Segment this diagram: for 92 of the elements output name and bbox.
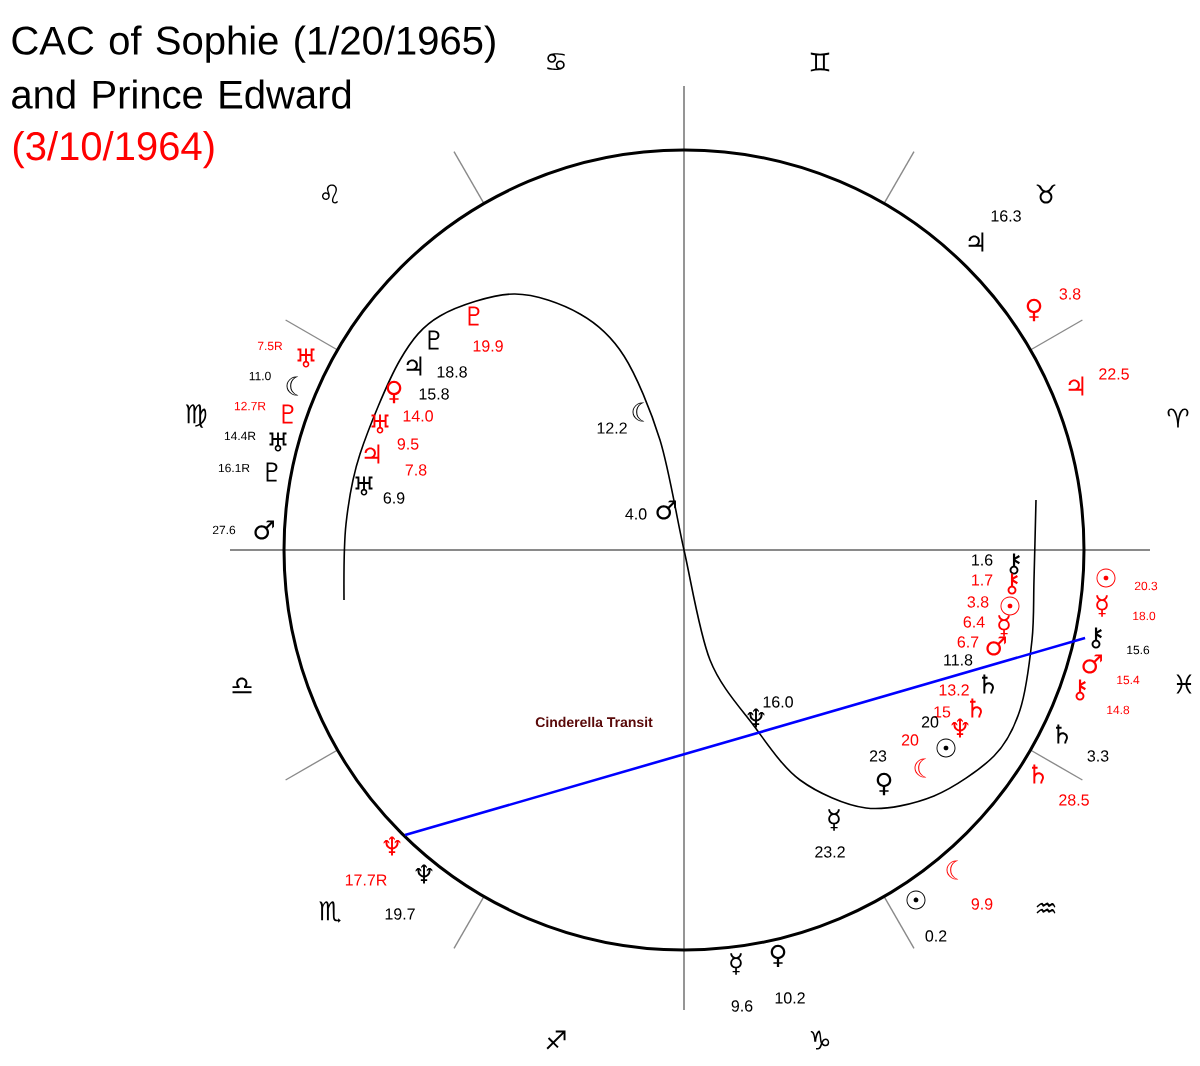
planet-symbol: ♄ bbox=[1056, 724, 1068, 744]
degree-label: 23 bbox=[869, 750, 887, 762]
planet-symbol: ♅ bbox=[297, 348, 315, 368]
planet-symbol: ☾ bbox=[946, 860, 959, 880]
planet-symbol: ☾ bbox=[286, 376, 299, 396]
planet-symbol: ♂ bbox=[986, 636, 1006, 656]
degree-label: 18.8 bbox=[437, 366, 467, 378]
planet-symbol: ♃ bbox=[364, 444, 380, 464]
degree-label: 10.2 bbox=[775, 992, 805, 1004]
planet-symbol: ♀ bbox=[1026, 298, 1042, 322]
planet-symbol: ☉ bbox=[906, 890, 926, 910]
degree-label: 15.8 bbox=[419, 388, 449, 400]
zodiac-symbol: ♋ bbox=[547, 53, 565, 70]
zodiac-symbol: ♓ bbox=[1176, 674, 1192, 694]
degree-label: 3.3 bbox=[1087, 750, 1109, 762]
degree-label: 1.6 bbox=[972, 554, 993, 566]
planet-symbol: ♂ bbox=[656, 500, 676, 520]
degree-label: 4.0 bbox=[625, 508, 647, 520]
planet-symbol: ☾ bbox=[632, 402, 645, 422]
degree-label: 20 bbox=[901, 734, 919, 746]
degree-label: 16.0 bbox=[763, 696, 793, 708]
degree-label: 23.2 bbox=[815, 846, 845, 858]
planet-symbol: ☉ bbox=[936, 738, 956, 758]
planet-symbol: ♅ bbox=[269, 432, 287, 452]
degree-label: 14.0 bbox=[403, 410, 433, 422]
planet-symbol: ♄ bbox=[1032, 764, 1044, 784]
planet-symbol: ♅ bbox=[371, 414, 389, 434]
date-label: (3/10/1964) bbox=[13, 131, 214, 169]
planet-symbol: ♆ bbox=[951, 718, 969, 738]
title: CAC of Sophie (1/20/1965) and Prince Edward bbox=[12, 25, 495, 109]
zodiac-symbol: ♌ bbox=[322, 184, 338, 204]
degree-label: 6.7 bbox=[957, 636, 979, 648]
degree-label: 9.6 bbox=[731, 1000, 753, 1012]
planet-symbol: ⚷ bbox=[1075, 679, 1086, 701]
planet-symbol: ♀ bbox=[876, 772, 892, 796]
zodiac-symbol: ♊ bbox=[810, 52, 830, 72]
degree-label: 19.7 bbox=[385, 908, 415, 920]
degree-label: 0.2 bbox=[925, 930, 947, 942]
degree-label: 17.7R bbox=[345, 874, 387, 886]
zodiac-symbol: ♈ bbox=[1167, 408, 1189, 428]
planet-symbol: ♄ bbox=[970, 698, 982, 718]
planet-symbol: ☉ bbox=[1096, 568, 1116, 588]
planet-symbol: ♇ bbox=[266, 462, 278, 482]
planet-symbol: ♅ bbox=[355, 476, 373, 496]
degree-label: 3.8 bbox=[967, 596, 989, 608]
degree-label: 15 bbox=[934, 706, 951, 718]
zodiac-symbol: ♒ bbox=[1036, 902, 1056, 914]
degree-label: 7.8 bbox=[405, 464, 427, 476]
degree-label: 6.9 bbox=[383, 492, 405, 504]
planet-symbol: ♆ bbox=[415, 864, 433, 884]
planet-symbol: ☿ bbox=[828, 809, 840, 831]
planet-symbol: ♄ bbox=[982, 674, 994, 694]
zodiac-symbol: ♎ bbox=[232, 677, 252, 694]
degree-label: 20 bbox=[921, 716, 939, 728]
degree-label: 11.8 bbox=[944, 654, 973, 666]
degree-label: 28.5 bbox=[1059, 794, 1089, 806]
zodiac-symbol: ♏ bbox=[319, 901, 341, 923]
degree-label: 19.9 bbox=[473, 340, 503, 352]
zodiac-symbol: ♉ bbox=[1036, 184, 1056, 204]
zodiac-symbol: ♐ bbox=[546, 1030, 566, 1050]
degree-label: 13.2 bbox=[939, 684, 969, 696]
planet-symbol: ♀ bbox=[386, 380, 402, 404]
planet-symbol: ☾ bbox=[914, 758, 927, 778]
planet-symbol: ☿ bbox=[998, 615, 1010, 637]
planet-symbol: ♂ bbox=[254, 520, 274, 540]
connector-line bbox=[404, 636, 1086, 837]
planet-symbol: ♆ bbox=[747, 708, 765, 728]
planet-symbol: ♇ bbox=[428, 330, 440, 350]
degree-label: 9.9 bbox=[971, 898, 993, 910]
planet-symbol: ♆ bbox=[383, 836, 401, 856]
planet-symbol: ♃ bbox=[968, 232, 984, 252]
planet-symbol: ♀ bbox=[770, 944, 786, 968]
zodiac-symbol: ♍ bbox=[185, 404, 207, 428]
planet-symbol: ♇ bbox=[282, 404, 294, 424]
degree-label: 3.8 bbox=[1059, 288, 1081, 300]
planet-symbol: ☿ bbox=[1096, 595, 1108, 617]
planet-symbol: ⚷ bbox=[1091, 627, 1102, 649]
degree-label: 16.3 bbox=[991, 210, 1021, 222]
degree-label: 12.2 bbox=[597, 422, 627, 434]
planet-symbol: ☉ bbox=[1000, 596, 1020, 616]
degree-label: 6.4 bbox=[963, 616, 985, 628]
zodiac-symbol: ♑ bbox=[810, 1030, 830, 1050]
planet-symbol: ♃ bbox=[406, 356, 422, 376]
degree-label: 9.5 bbox=[397, 438, 419, 450]
planet-symbol: ⚷ bbox=[1009, 553, 1020, 575]
planet-symbol: ⚷ bbox=[1007, 573, 1018, 595]
planet-symbol: ♃ bbox=[1068, 376, 1084, 396]
degree-label: 1.7 bbox=[972, 574, 993, 586]
planet-symbol: ♇ bbox=[468, 306, 480, 326]
planet-symbol: ♂ bbox=[1082, 654, 1102, 674]
planet-symbol: ☿ bbox=[730, 953, 742, 975]
degree-label: 22.5 bbox=[1099, 368, 1129, 380]
